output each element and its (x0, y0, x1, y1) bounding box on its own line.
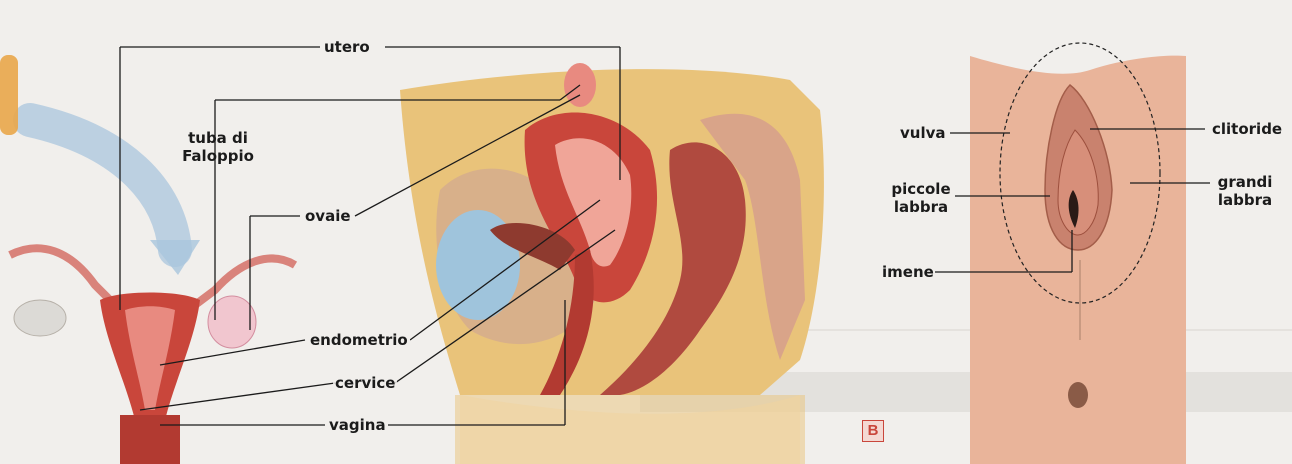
label-tuba-di-faloppio: tuba di Faloppio (178, 129, 258, 165)
label-piccole-line2: labbra (888, 198, 954, 216)
label-tuba-line1: tuba di (178, 129, 258, 147)
label-cervice: cervice (333, 374, 397, 392)
label-grandi-line2: labbra (1212, 191, 1278, 209)
label-vagina: vagina (327, 416, 388, 434)
label-grandi-line1: grandi (1212, 173, 1278, 191)
sagittal-section-illustration (400, 63, 824, 464)
label-utero: utero (322, 38, 372, 56)
label-piccole-labbra: piccole labbra (888, 180, 954, 216)
label-imene: imene (880, 263, 936, 281)
label-grandi-labbra: grandi labbra (1212, 173, 1278, 209)
label-tuba-line2: Faloppio (178, 147, 258, 165)
label-piccole-line1: piccole (888, 180, 954, 198)
vulva-illustration (970, 43, 1186, 464)
label-vulva: vulva (898, 124, 948, 142)
label-clitoride: clitoride (1210, 120, 1284, 138)
panel-badge: B (862, 420, 884, 442)
label-endometrio: endometrio (308, 331, 410, 349)
label-ovaie: ovaie (303, 207, 353, 225)
